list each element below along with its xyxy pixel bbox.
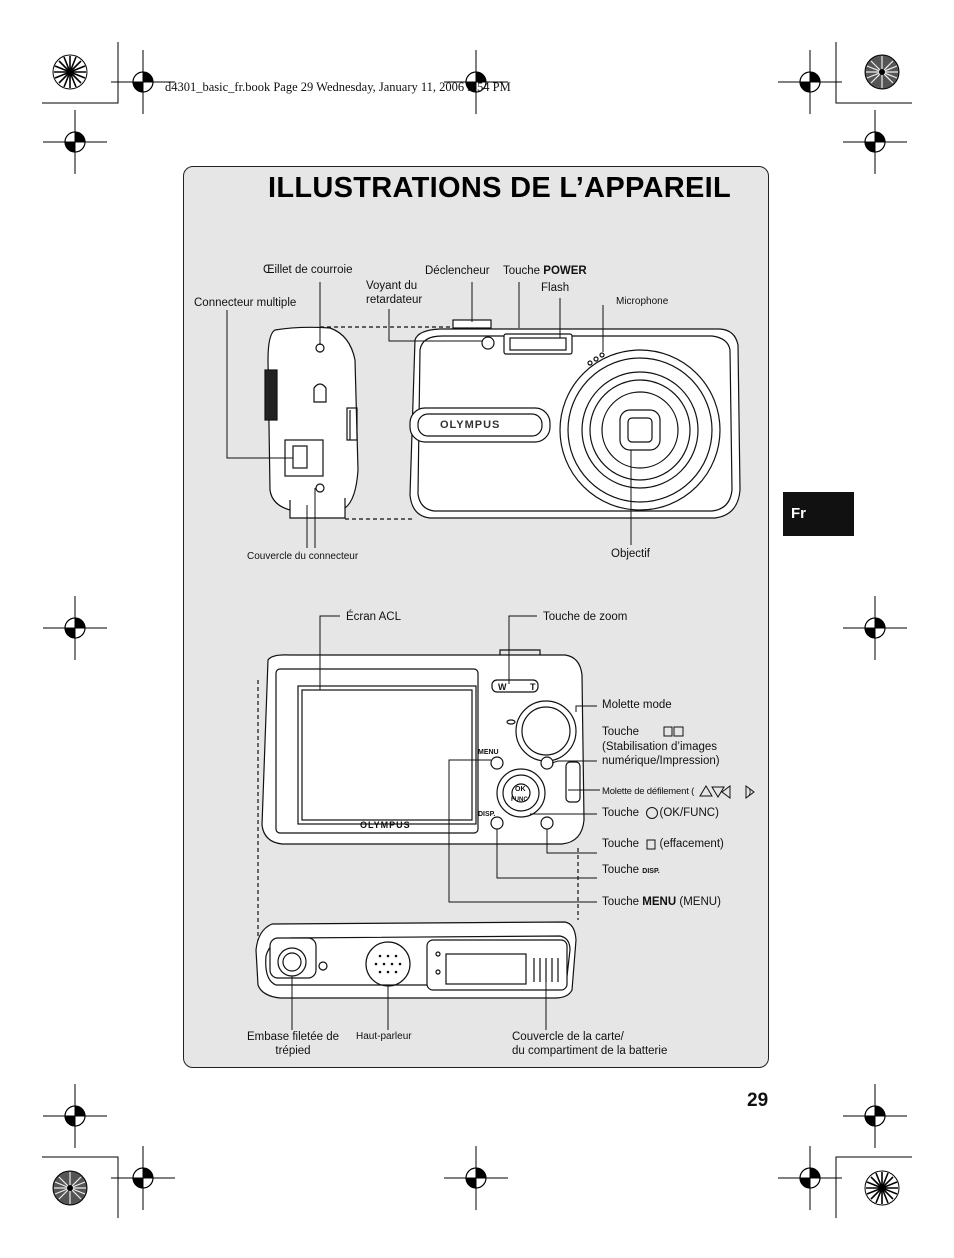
label-ok-func-prefix: Touche [602,807,640,819]
label-embase-line-1: Embase filetée de [246,1031,340,1043]
zoom-w-mark: W [498,682,507,692]
label-menu: Touche MENU (MENU) [602,895,721,909]
label-declencheur: Déclencheur [425,265,490,277]
file-info-header: d4301_basic_fr.book Page 29 Wednesday, J… [165,80,511,94]
front-body-drawing [409,319,741,519]
back-menu-button-text: MENU [478,749,499,756]
label-couvercle-connecteur: Couvercle du connecteur [247,551,359,562]
label-touche-power: Touche POWER [503,264,587,278]
back-body-drawing [261,649,585,845]
label-molette-defilement-end: ) [748,786,752,797]
label-ecran-acl: Écran ACL [346,611,401,623]
language-tab: Fr [783,492,854,536]
label-oeillet-courroie: Œillet de courroie [263,264,353,276]
label-ok-func-text: (OK/FUNC) [659,807,719,819]
label-touche-power-prefix: Touche [503,265,541,277]
label-objectif: Objectif [611,548,650,560]
bottom-body-drawing [255,921,577,999]
label-voyant-line-1: Voyant du [366,280,418,292]
label-stabilisation-line-1: Touche [602,726,640,738]
label-voyant-line-2: retardateur [366,294,423,306]
label-stabilisation-line-3: numérique/Impression) [602,755,720,767]
label-touche-zoom: Touche de zoom [543,611,628,623]
back-brand-logo: OLYMPUS [360,820,411,830]
label-effacement-prefix: Touche [602,838,640,850]
back-disp-button-text: DISP. [478,811,496,818]
label-disp-prefix: Touche [602,864,640,876]
label-connecteur-multiple: Connecteur multiple [194,297,297,309]
label-disp: Touche DISP. [602,863,660,879]
label-molette-defilement-text: Molette de défilement ( [602,786,695,797]
label-effacement-text: (effacement) [659,838,724,850]
label-ok-func: Touche (OK/FUNC) [602,806,719,820]
label-embase-line-2: trépied [275,1045,311,1057]
label-stabilisation-line-2: (Stabilisation d’images [602,741,718,753]
label-microphone: Microphone [616,296,669,307]
zoom-t-mark: T [530,682,536,692]
front-brand-logo: OLYMPUS [440,419,501,431]
label-menu-key: MENU [642,896,677,908]
label-molette-defilement: Molette de défilement () [602,785,751,799]
label-molette-mode: Molette mode [602,699,672,711]
page-number: 29 [747,1090,769,1111]
label-haut-parleur: Haut-parleur [356,1031,412,1042]
label-couvercle-carte-line-2: du compartiment de la batterie [512,1045,668,1057]
label-couvercle-carte-line-1: Couvercle de la carte/ [512,1031,624,1043]
illustration-panel [183,166,769,1068]
label-power-key: POWER [543,265,587,277]
side-profile-drawing [264,326,359,519]
label-menu-suffix: (MENU) [679,896,721,908]
back-ok-text: OK [515,786,526,793]
label-disp-glyph: DISP. [642,868,660,875]
label-menu-prefix: Touche [602,896,640,908]
label-effacement: Touche (effacement) [602,837,724,851]
label-flash: Flash [541,282,570,294]
back-func-text: FUNC [511,797,528,803]
page-title: ILLUSTRATIONS DE L’APPAREIL [268,172,731,204]
